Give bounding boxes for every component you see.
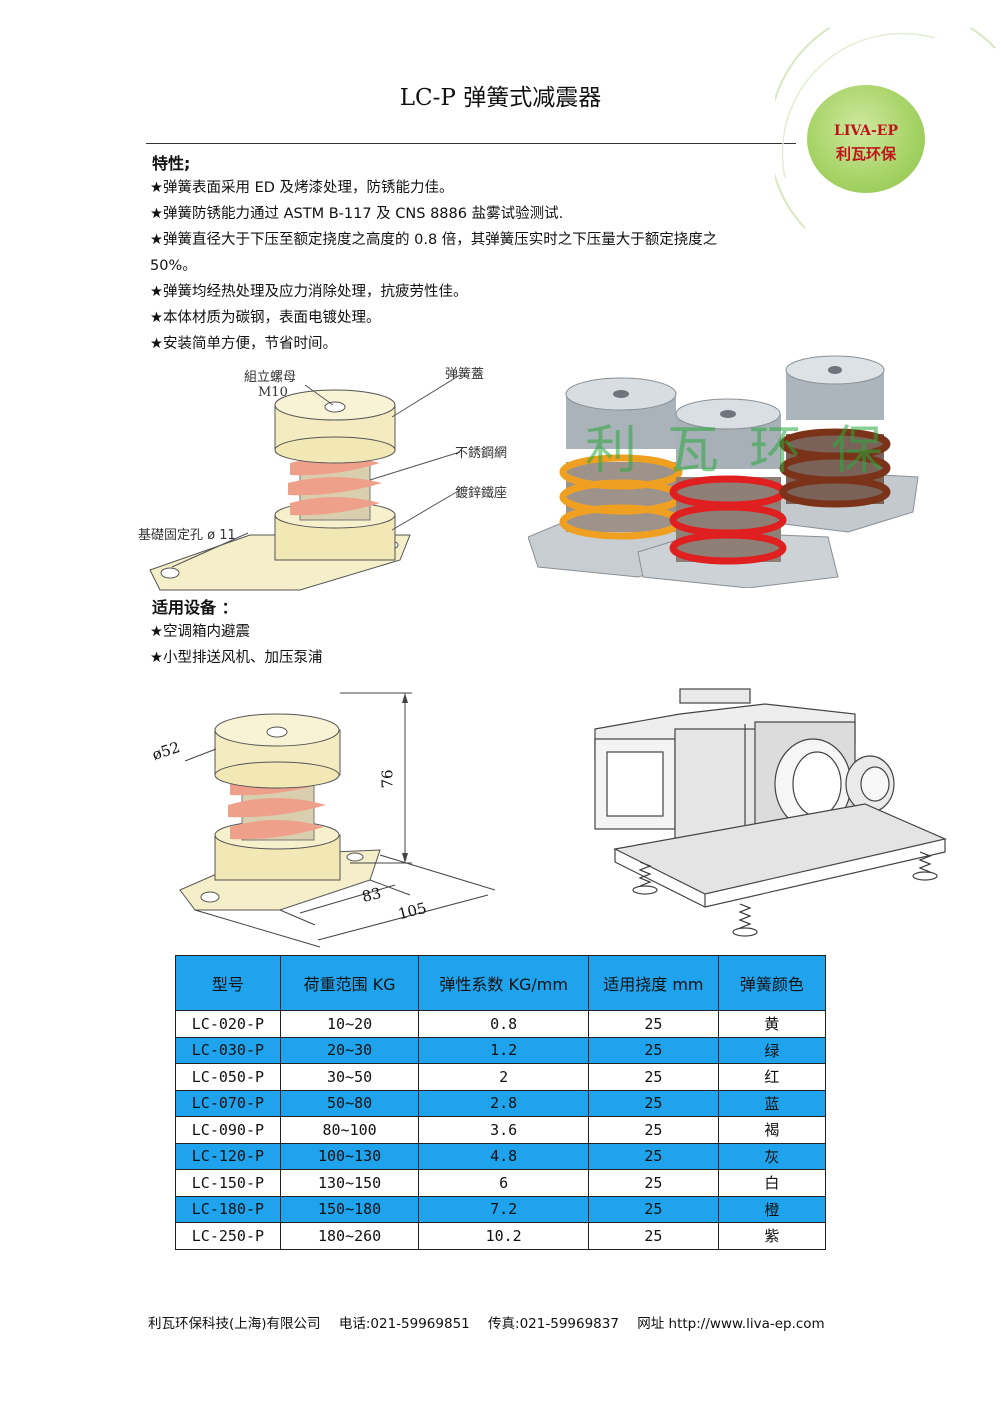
cell-load: 10~20 [279,1010,420,1038]
dimension-drawing [179,692,496,948]
cell-deflection: 25 [587,1036,719,1064]
table-row: LC-090-P 80~100 3.6 25 褐 [175,1116,827,1144]
cell-model: LC-020-P [175,1010,281,1038]
cell-color: 白 [717,1169,827,1197]
cell-color: 紫 [717,1222,827,1250]
cell-color: 黄 [717,1010,827,1038]
cell-rate: 6 [418,1169,589,1197]
feature-item: ★弹簧表面采用 ED 及烤漆处理，防锈能力佳。 [150,180,454,196]
cell-deflection: 25 [587,1063,719,1091]
logo-arc-decoration [775,28,996,229]
spec-table: 型号 荷重范围 KG 弹性系数 KG/mm 适用挠度 mm 弹簧颜色 LC-02… [175,955,827,1250]
cell-rate: 2.8 [418,1089,589,1117]
product-photo [528,355,919,588]
table-row: LC-250-P 180~260 10.2 25 紫 [175,1222,827,1250]
cell-load: 100~130 [279,1142,420,1170]
feature-item: ★本体材质为碳钢，表面电镀处理。 [150,310,381,326]
cell-model: LC-090-P [175,1116,281,1144]
cell-rate: 7.2 [418,1195,589,1223]
cell-deflection: 25 [587,1222,719,1250]
cell-color: 褐 [717,1116,827,1144]
cell-model: LC-250-P [175,1222,281,1250]
title-rule [146,143,796,144]
header-spring-color: 弹簧颜色 [717,955,827,1011]
cell-color: 橙 [717,1195,827,1223]
cell-rate: 10.2 [418,1222,589,1250]
features-heading: 特性; [152,154,191,173]
table-row: LC-050-P 30~50 2 25 红 [175,1063,827,1091]
cell-color: 灰 [717,1142,827,1170]
cell-deflection: 25 [587,1089,719,1117]
label-nut-size: M10 [258,385,288,400]
cell-deflection: 25 [587,1142,719,1170]
cell-model: LC-180-P [175,1195,281,1223]
cell-load: 20~30 [279,1036,420,1064]
applications-heading: 适用设备 ： [152,598,238,617]
cell-load: 80~100 [279,1116,420,1144]
isolator-diagram [149,374,461,591]
application-item: ★空调箱内避震 [150,624,250,640]
cell-deflection: 25 [587,1010,719,1038]
feature-item: ★安装简单方便，节省时间。 [150,336,337,352]
table-row: LC-120-P 100~130 4.8 25 灰 [175,1142,827,1170]
header-load-range: 荷重范围 KG [279,955,420,1011]
feature-item: ★弹簧均经热处理及应力消除处理，抗疲劳性佳。 [150,284,468,300]
header-spring-rate: 弹性系数 KG/mm [418,955,589,1011]
label-steel-mesh: 不銹鋼網 [455,446,508,461]
cell-load: 50~80 [279,1089,420,1117]
logo-text-en: LIVA-EP [833,123,899,139]
application-item: ★小型排送风机、加压泵浦 [150,650,323,666]
cell-color: 红 [717,1063,827,1091]
table-row: LC-150-P 130~150 6 25 白 [175,1169,827,1197]
cell-rate: 3.6 [418,1116,589,1144]
cell-model: LC-030-P [175,1036,281,1064]
cell-rate: 0.8 [418,1010,589,1038]
header-deflection: 适用挠度 mm [587,955,719,1011]
table-row: LC-070-P 50~80 2.8 25 蓝 [175,1089,827,1117]
table-header-row: 型号 荷重范围 KG 弹性系数 KG/mm 适用挠度 mm 弹簧颜色 [175,955,827,1011]
cell-model: LC-050-P [175,1063,281,1091]
label-spring-cover: 弹簧蓋 [445,367,485,382]
table-row: LC-020-P 10~20 0.8 25 黄 [175,1010,827,1038]
table-row: LC-180-P 150~180 7.2 25 橙 [175,1195,827,1223]
feature-item: ★弹簧防锈能力通过 ASTM B-117 及 CNS 8886 盐雾试验测试. [150,206,564,222]
footer: 利瓦环保科技(上海)有限公司 电话:021-59969851 传真:021-59… [148,1312,839,1332]
footer-website: 网址 http://www.liva-ep.com [637,1316,825,1332]
footer-phone: 电话:021-59969851 [338,1316,470,1332]
cell-deflection: 25 [587,1169,719,1197]
cell-rate: 2 [418,1063,589,1091]
cell-model: LC-150-P [175,1169,281,1197]
cell-model: LC-070-P [175,1089,281,1117]
cell-load: 130~150 [279,1169,420,1197]
cell-load: 30~50 [279,1063,420,1091]
table-row: LC-030-P 20~30 1.2 25 绿 [175,1036,827,1064]
label-galvanized-base: 鍍鋅鐵座 [455,486,508,501]
company-logo: LIVA-EP 利瓦环保 [807,85,925,193]
cell-rate: 4.8 [418,1142,589,1170]
cell-deflection: 25 [587,1195,719,1223]
logo-text-cn: 利瓦环保 [835,145,896,163]
fan-equipment-drawing [594,688,947,937]
dimension-height: 76 [378,769,397,789]
cell-load: 150~180 [279,1195,420,1223]
cell-model: LC-120-P [175,1142,281,1170]
cell-color: 蓝 [717,1089,827,1117]
cell-rate: 1.2 [418,1036,589,1064]
cell-deflection: 25 [587,1116,719,1144]
cell-color: 绿 [717,1036,827,1064]
photo-watermark: 利瓦环保 [585,421,914,481]
cell-load: 180~260 [279,1222,420,1250]
footer-fax: 传真:021-59969837 [488,1316,619,1332]
feature-item: ★弹簧直径大于下压至额定挠度之高度的 0.8 倍，其弹簧压实时之下压量大于额定挠… [150,232,718,248]
page-title: LC-P 弹簧式减震器 [399,85,602,111]
feature-item: 50%。 [150,258,197,274]
label-assembly-nut: 組立螺母 [244,370,297,385]
footer-company: 利瓦环保科技(上海)有限公司 [148,1316,321,1332]
label-mounting-hole: 基礎固定孔 ø 11 [138,528,236,543]
header-model: 型号 [175,955,281,1011]
